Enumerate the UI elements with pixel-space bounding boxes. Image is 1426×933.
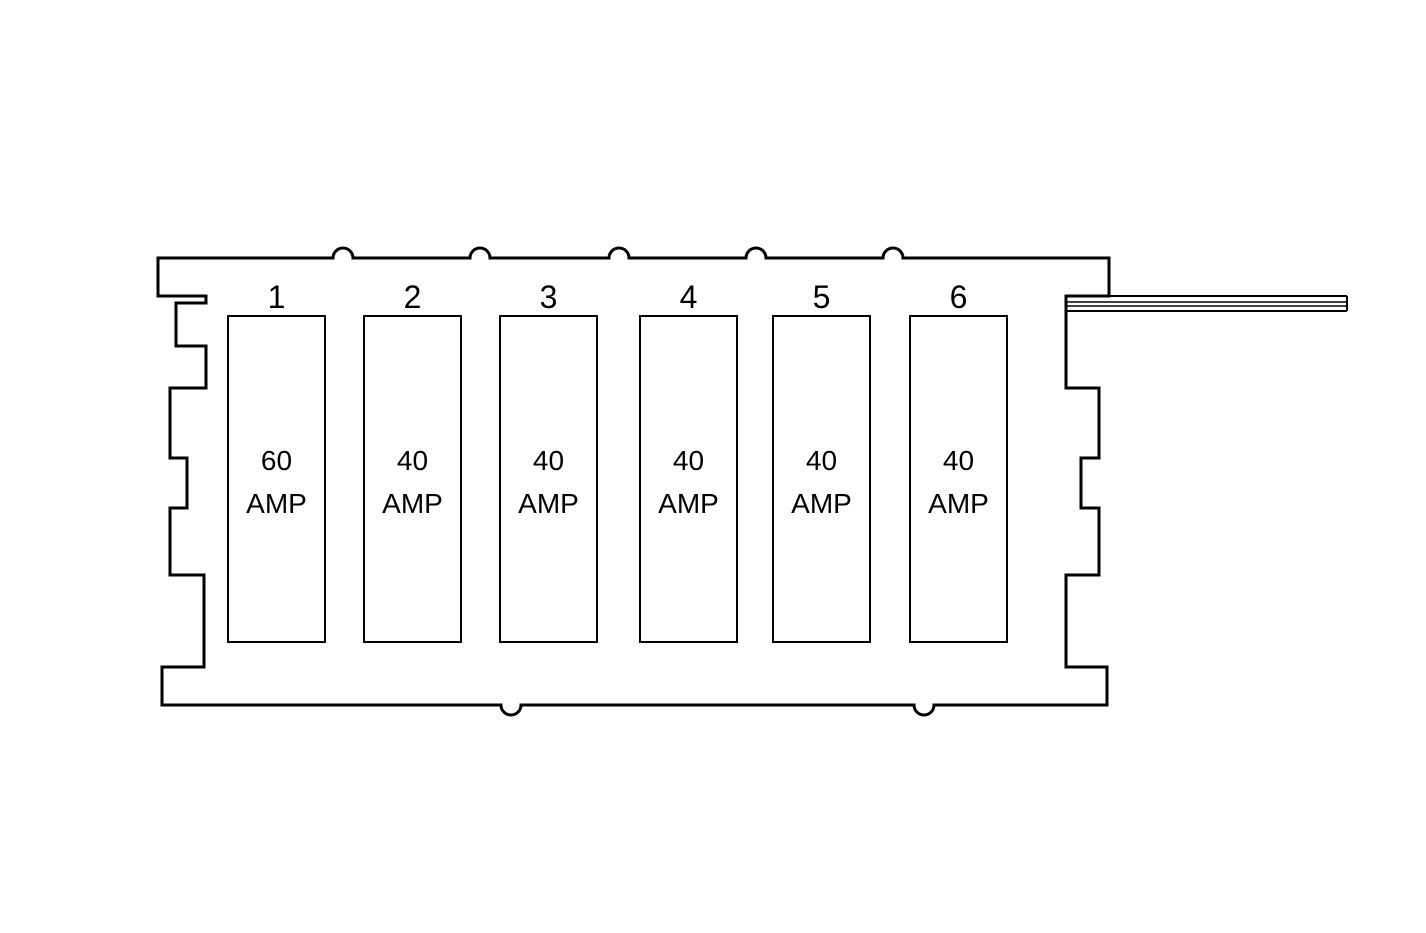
fuse-body	[499, 315, 598, 643]
fuse-rating-value: 40	[397, 445, 428, 476]
fuse-rating-unit: AMP	[246, 488, 307, 519]
fuse-body	[227, 315, 326, 643]
fuse-number: 2	[404, 279, 422, 315]
fuse-rating-unit: AMP	[928, 488, 989, 519]
fuse-number: 3	[540, 279, 558, 315]
fuse-number: 5	[813, 279, 831, 315]
fuse-rating-value: 40	[533, 445, 564, 476]
fuse-rating-unit: AMP	[382, 488, 443, 519]
fuse-body	[909, 315, 1008, 643]
fuse-rating-unit: AMP	[658, 488, 719, 519]
fuse-rating-unit: AMP	[518, 488, 579, 519]
housing-outline	[156, 246, 1111, 717]
fuse-number: 6	[950, 279, 968, 315]
fuse-number: 1	[268, 279, 286, 315]
fuse-rating-value: 40	[806, 445, 837, 476]
connector-lead	[1066, 295, 1348, 312]
fuse-rating-value: 60	[261, 445, 292, 476]
fuse-body	[772, 315, 871, 643]
fuse-body	[639, 315, 738, 643]
fuse-number: 4	[680, 279, 698, 315]
fuse-rating-unit: AMP	[791, 488, 852, 519]
fuse-body	[363, 315, 462, 643]
fuse-rating-value: 40	[943, 445, 974, 476]
fuse-rating-value: 40	[673, 445, 704, 476]
